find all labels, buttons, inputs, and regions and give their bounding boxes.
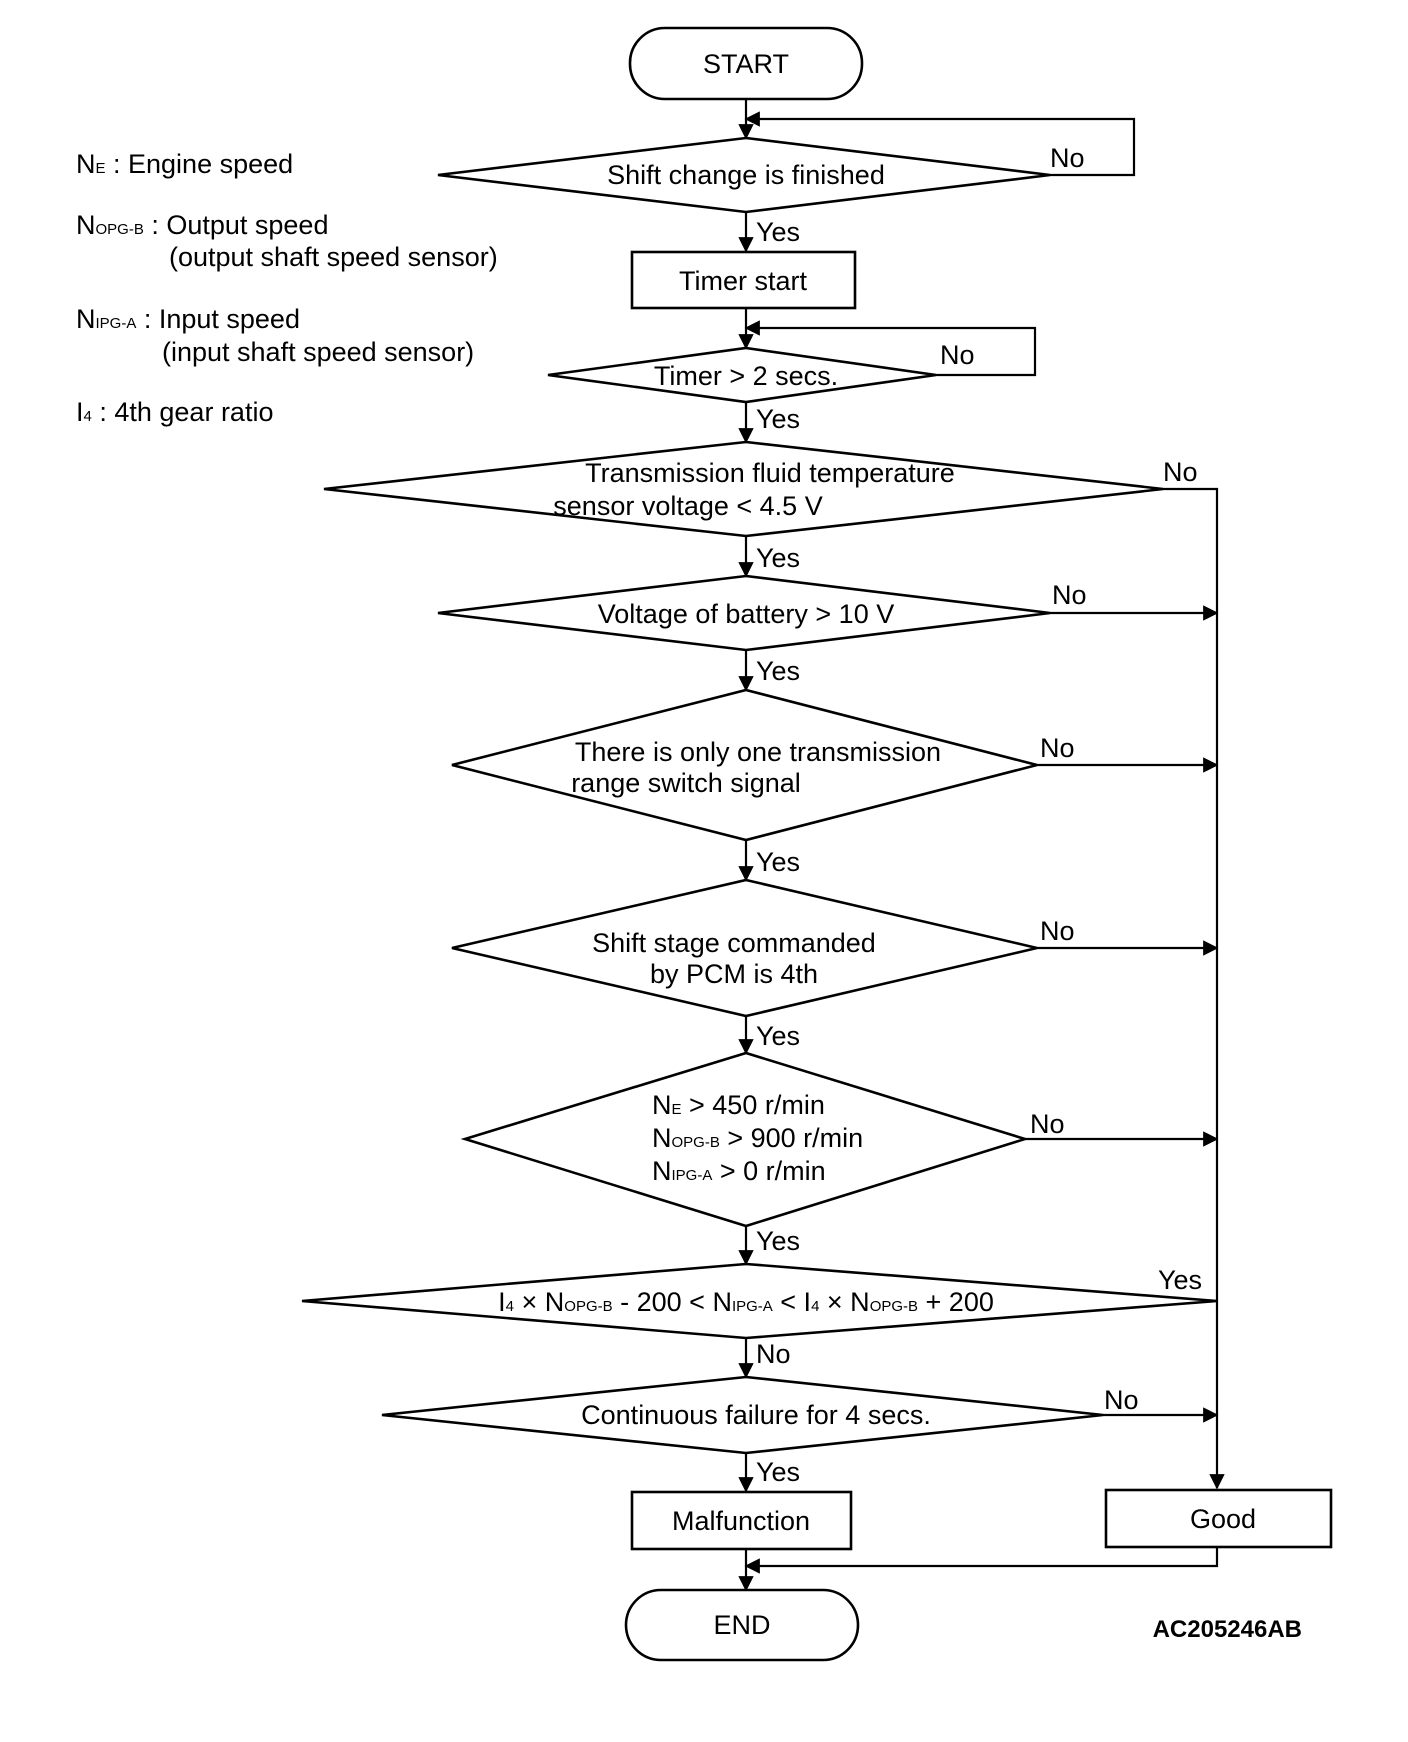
continuous-yes-label: Yes <box>756 1457 800 1487</box>
process-malfunction <box>630 1490 853 1551</box>
legend-nopg-desc: (output shaft speed sensor) <box>169 242 498 272</box>
timer-no-label: No <box>940 340 975 370</box>
malfunction-label: Malfunction <box>672 1506 810 1536</box>
speeds-no-label: No <box>1030 1109 1065 1139</box>
shift-stage-line1: Shift stage commanded <box>592 928 876 958</box>
speeds-nipg: NIPG-A > 0 r/min <box>652 1156 826 1186</box>
start-label: START <box>703 49 789 79</box>
decision-fluid-temperature <box>323 440 1164 538</box>
end-terminal <box>624 1588 860 1662</box>
legend-nipg: NIPG-A : Input speed <box>76 304 300 334</box>
fluid-temp-line1: Transmission fluid temperature <box>585 458 955 488</box>
speeds-ne: NE > 450 r/min <box>652 1090 825 1120</box>
end-label: END <box>713 1610 770 1640</box>
loop-shift-no <box>744 111 1136 177</box>
speeds-yes-label: Yes <box>756 1226 800 1256</box>
gear-ratio-no-label: No <box>756 1339 791 1369</box>
shift-stage-line2: by PCM is 4th <box>650 959 818 989</box>
range-switch-line1: There is only one transmission <box>575 737 941 767</box>
fluid-temp-yes-label: Yes <box>756 543 800 573</box>
legend-i4: I4 : 4th gear ratio <box>76 397 273 427</box>
legend-nopg: NOPG-B : Output speed <box>76 210 328 240</box>
range-switch-yes-label: Yes <box>756 847 800 877</box>
decision-shift-change-label: Shift change is finished <box>607 160 885 190</box>
gear-ratio-yes-label: Yes <box>1158 1265 1202 1295</box>
legend-nipg-desc: (input shaft speed sensor) <box>162 337 474 367</box>
decision-timer-label: Timer > 2 secs. <box>654 361 838 391</box>
loop-timer-no <box>744 320 1037 377</box>
good-label: Good <box>1190 1504 1256 1534</box>
legend: NE : Engine speed NOPG-B : Output speed … <box>76 149 498 427</box>
timer-start-label: Timer start <box>679 266 807 296</box>
process-timer-start <box>630 250 857 310</box>
fluid-temp-line2: sensor voltage < 4.5 V <box>553 491 822 521</box>
battery-no-label: No <box>1052 580 1087 610</box>
fluid-temp-no-label: No <box>1163 457 1198 487</box>
shift-no-label: No <box>1050 143 1085 173</box>
gear-ratio-label: I4 × NOPG-B - 200 < NIPG-A < I4 × NOPG-B… <box>498 1287 994 1317</box>
battery-label: Voltage of battery > 10 V <box>598 599 894 629</box>
arrow-good-to-end <box>744 1547 1219 1574</box>
timer-yes-label: Yes <box>756 404 800 434</box>
shift-stage-no-label: No <box>1040 916 1075 946</box>
range-switch-no-label: No <box>1040 733 1075 763</box>
shift-yes-label: Yes <box>756 217 800 247</box>
legend-ne: NE : Engine speed <box>76 149 293 179</box>
figure-code: AC205246AB <box>1153 1616 1302 1643</box>
process-good <box>1104 1488 1333 1549</box>
range-switch-line2: range switch signal <box>571 768 801 798</box>
speeds-nopg: NOPG-B > 900 r/min <box>652 1123 863 1153</box>
good-bus-line <box>1163 487 1225 1490</box>
battery-yes-label: Yes <box>756 656 800 686</box>
shift-stage-yes-label: Yes <box>756 1021 800 1051</box>
continuous-failure-label: Continuous failure for 4 secs. <box>581 1400 931 1430</box>
continuous-no-label: No <box>1104 1385 1139 1415</box>
